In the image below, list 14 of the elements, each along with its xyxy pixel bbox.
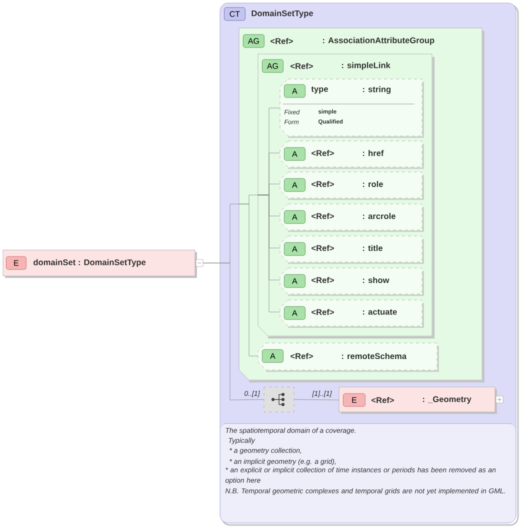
attribute-box: A <Ref> : arcrole (280, 204, 424, 232)
attribute-box: A <Ref> : remoteSchema (258, 342, 439, 372)
attribute-box: A <Ref> : title (280, 236, 424, 264)
sequence-box (264, 386, 294, 412)
attribute-box: A <Ref> : show (280, 268, 424, 296)
connector-line (294, 399, 339, 400)
connector-line (258, 194, 280, 312)
attribute-box: A <Ref> : role (280, 172, 424, 200)
element-box: E <Ref> : _Geometry (338, 386, 504, 414)
connector-line (203, 262, 264, 400)
element-box: E domainSet : DomainSetType (2, 250, 204, 278)
attribute-box: A <Ref> : href (280, 140, 424, 169)
connector-line (238, 204, 258, 356)
attribute-box: A <Ref> : actuate (280, 300, 424, 328)
